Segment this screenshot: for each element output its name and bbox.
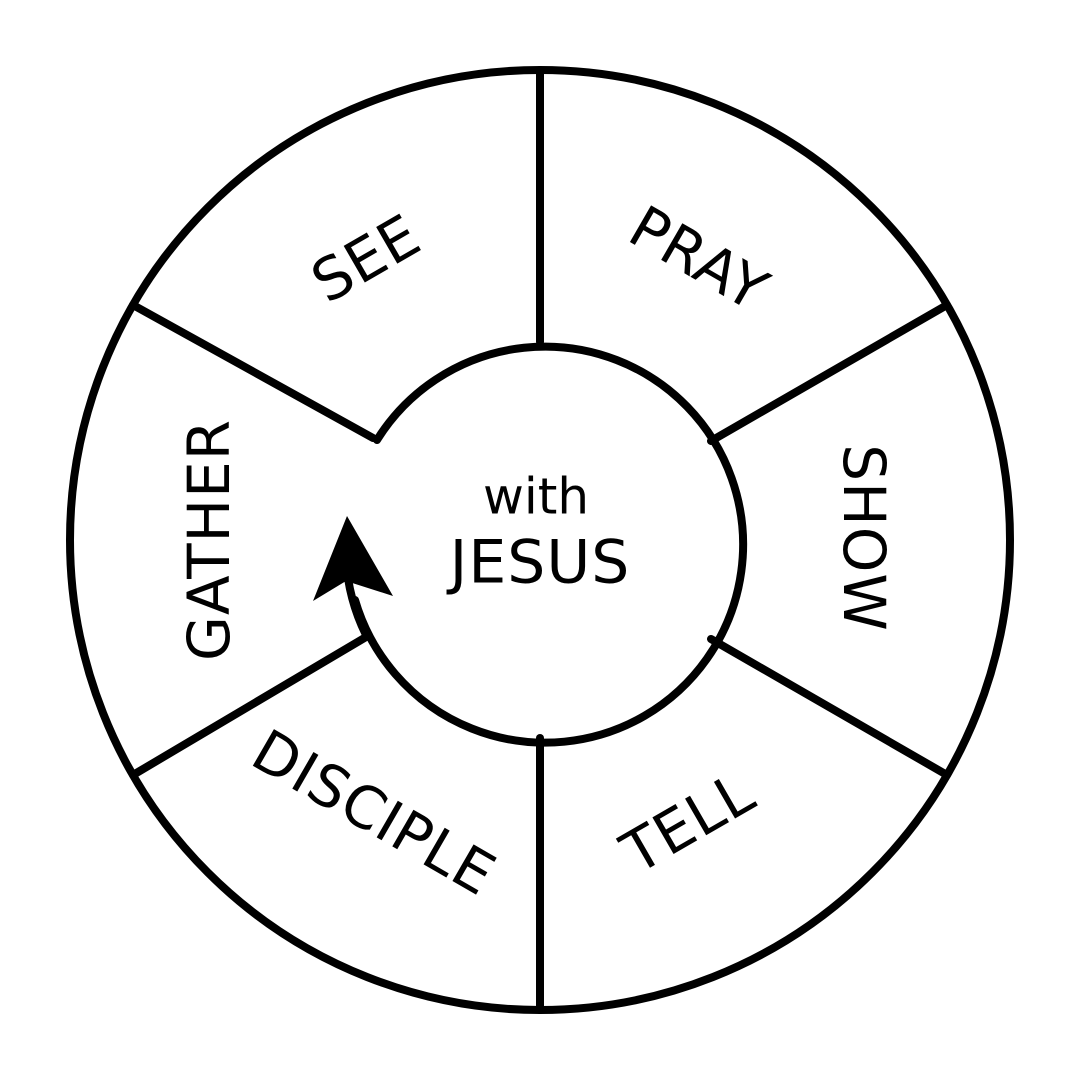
segment-label-disciple: DISCIPLE xyxy=(241,716,507,909)
cycle-arrow-head xyxy=(313,516,393,601)
divider-lower-left xyxy=(129,633,370,779)
divider-lower-right xyxy=(707,635,951,779)
segment-label-gather: GATHER xyxy=(175,419,243,661)
segment-label-tell: TELL xyxy=(609,758,766,888)
divider-upper-left xyxy=(129,301,377,442)
segment-label-see: SEE xyxy=(300,201,432,316)
segment-label-pray: PRAY xyxy=(618,192,780,325)
segment-label-show: SHOW xyxy=(830,444,898,631)
divider-upper-right xyxy=(707,301,951,445)
inner-circle xyxy=(351,342,748,747)
center-text-jesus: JESUS xyxy=(446,528,631,598)
center-text-with: with xyxy=(483,468,589,526)
